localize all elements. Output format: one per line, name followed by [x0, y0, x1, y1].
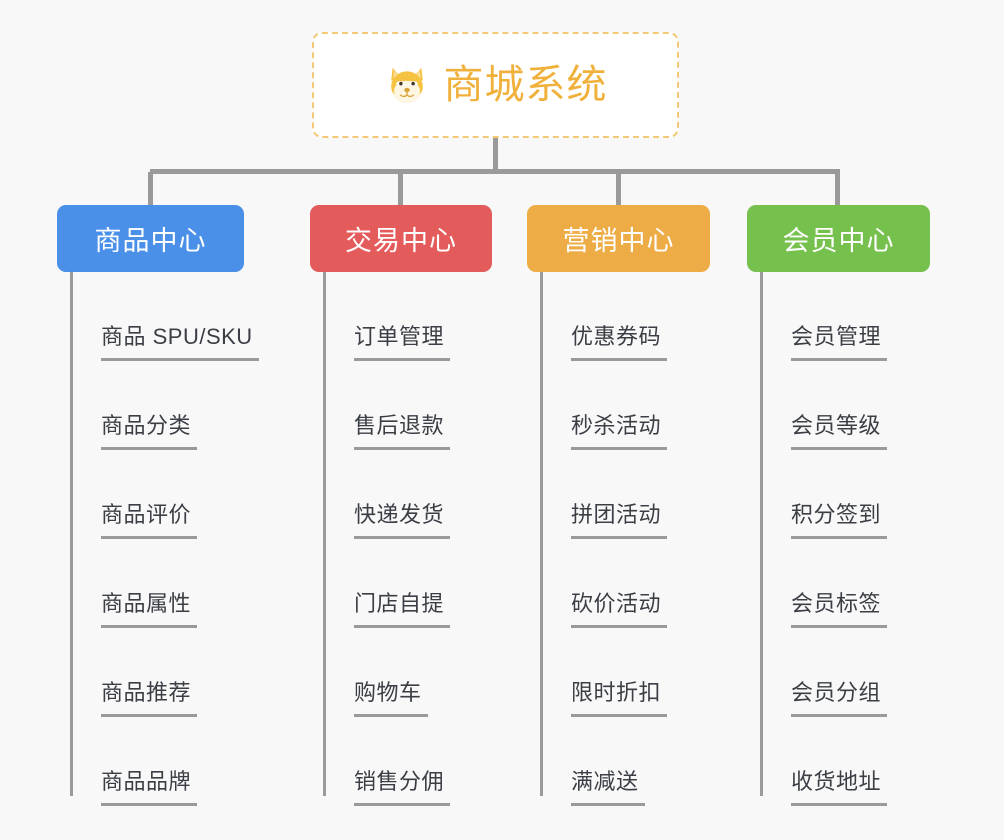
- leaf-label: 优惠券码: [571, 326, 668, 361]
- leaf-item[interactable]: 会员等级: [747, 361, 930, 450]
- leaf-label: 商品属性: [101, 593, 198, 628]
- leaf-item[interactable]: 积分签到: [747, 450, 930, 539]
- leaf-label: 限时折扣: [571, 682, 668, 717]
- leaf-label: 收货地址: [791, 771, 888, 806]
- leaf-item[interactable]: 商品 SPU/SKU: [57, 272, 259, 361]
- leaf-label: 会员标签: [791, 593, 888, 628]
- leaf-label: 商品 SPU/SKU: [101, 326, 259, 361]
- connector-root-vertical: [493, 138, 498, 172]
- leaf-spine-0: [70, 272, 73, 796]
- connector-drop-0: [148, 172, 153, 205]
- leaf-item[interactable]: 会员管理: [747, 272, 930, 361]
- category-title-0: 商品中心: [94, 226, 207, 256]
- leaf-item[interactable]: 商品属性: [57, 539, 244, 628]
- leaf-item[interactable]: 商品分类: [57, 361, 244, 450]
- leaf-label: 商品推荐: [101, 682, 198, 717]
- leaf-label: 快递发货: [354, 504, 451, 539]
- leaf-list-0: 商品 SPU/SKU 商品分类 商品评价 商品属性 商品推荐 商品品牌: [57, 272, 259, 806]
- leaf-item[interactable]: 售后退款: [310, 361, 492, 450]
- leaf-item[interactable]: 快递发货: [310, 450, 492, 539]
- leaf-label: 秒杀活动: [571, 415, 668, 450]
- connector-drop-2: [616, 172, 621, 205]
- leaf-item[interactable]: 订单管理: [310, 272, 492, 361]
- connector-horizontal-bus: [150, 169, 840, 174]
- leaf-item[interactable]: 收货地址: [747, 717, 930, 806]
- leaf-item[interactable]: 商品品牌: [57, 717, 244, 806]
- category-box-0[interactable]: 商品中心: [57, 205, 244, 272]
- category-title-3: 会员中心: [782, 226, 895, 256]
- shiba-dog-icon: [384, 62, 430, 108]
- leaf-item[interactable]: 限时折扣: [527, 628, 710, 717]
- leaf-label: 订单管理: [354, 326, 451, 361]
- leaf-list-2: 优惠券码 秒杀活动 拼团活动 砍价活动 限时折扣 满减送: [527, 272, 710, 806]
- leaf-label: 满减送: [571, 771, 645, 806]
- leaf-list-1: 订单管理 售后退款 快递发货 门店自提 购物车 销售分佣: [310, 272, 492, 806]
- leaf-spine-2: [540, 272, 543, 796]
- leaf-item[interactable]: 销售分佣: [310, 717, 492, 806]
- leaf-label: 购物车: [354, 682, 428, 717]
- leaf-label: 拼团活动: [571, 504, 668, 539]
- root-node-mall-system[interactable]: 商城系统: [312, 32, 679, 138]
- branch-column-0: 商品中心 商品 SPU/SKU 商品分类 商品评价 商品属性 商品推荐 商品品牌: [57, 205, 259, 806]
- leaf-spine-3: [760, 272, 763, 796]
- leaf-item[interactable]: 商品评价: [57, 450, 244, 539]
- root-title: 商城系统: [443, 63, 608, 107]
- leaf-label: 会员分组: [791, 682, 888, 717]
- leaf-label: 会员管理: [791, 326, 888, 361]
- leaf-spine-1: [323, 272, 326, 796]
- branch-column-3: 会员中心 会员管理 会员等级 积分签到 会员标签 会员分组 收货地址: [747, 205, 930, 806]
- leaf-item[interactable]: 拼团活动: [527, 450, 710, 539]
- leaf-label: 售后退款: [354, 415, 451, 450]
- leaf-item[interactable]: 优惠券码: [527, 272, 710, 361]
- leaf-item[interactable]: 会员分组: [747, 628, 930, 717]
- leaf-item[interactable]: 砍价活动: [527, 539, 710, 628]
- connector-drop-3: [835, 172, 840, 205]
- category-box-1[interactable]: 交易中心: [310, 205, 492, 272]
- leaf-item[interactable]: 满减送: [527, 717, 710, 806]
- leaf-label: 砍价活动: [571, 593, 668, 628]
- leaf-label: 商品分类: [101, 415, 198, 450]
- branch-column-1: 交易中心 订单管理 售后退款 快递发货 门店自提 购物车 销售分佣: [310, 205, 492, 806]
- leaf-item[interactable]: 会员标签: [747, 539, 930, 628]
- leaf-item[interactable]: 购物车: [310, 628, 492, 717]
- leaf-label: 商品评价: [101, 504, 198, 539]
- leaf-label: 积分签到: [791, 504, 888, 539]
- leaf-label: 商品品牌: [101, 771, 198, 806]
- branch-column-2: 营销中心 优惠券码 秒杀活动 拼团活动 砍价活动 限时折扣 满减送: [527, 205, 710, 806]
- leaf-item[interactable]: 商品推荐: [57, 628, 244, 717]
- leaf-item[interactable]: 秒杀活动: [527, 361, 710, 450]
- leaf-label: 会员等级: [791, 415, 888, 450]
- category-box-2[interactable]: 营销中心: [527, 205, 710, 272]
- leaf-item[interactable]: 门店自提: [310, 539, 492, 628]
- leaf-list-3: 会员管理 会员等级 积分签到 会员标签 会员分组 收货地址: [747, 272, 930, 806]
- category-title-2: 营销中心: [562, 226, 675, 256]
- connector-drop-1: [398, 172, 403, 205]
- leaf-label: 销售分佣: [354, 771, 451, 806]
- leaf-label: 门店自提: [354, 593, 451, 628]
- category-title-1: 交易中心: [345, 226, 457, 256]
- category-box-3[interactable]: 会员中心: [747, 205, 930, 272]
